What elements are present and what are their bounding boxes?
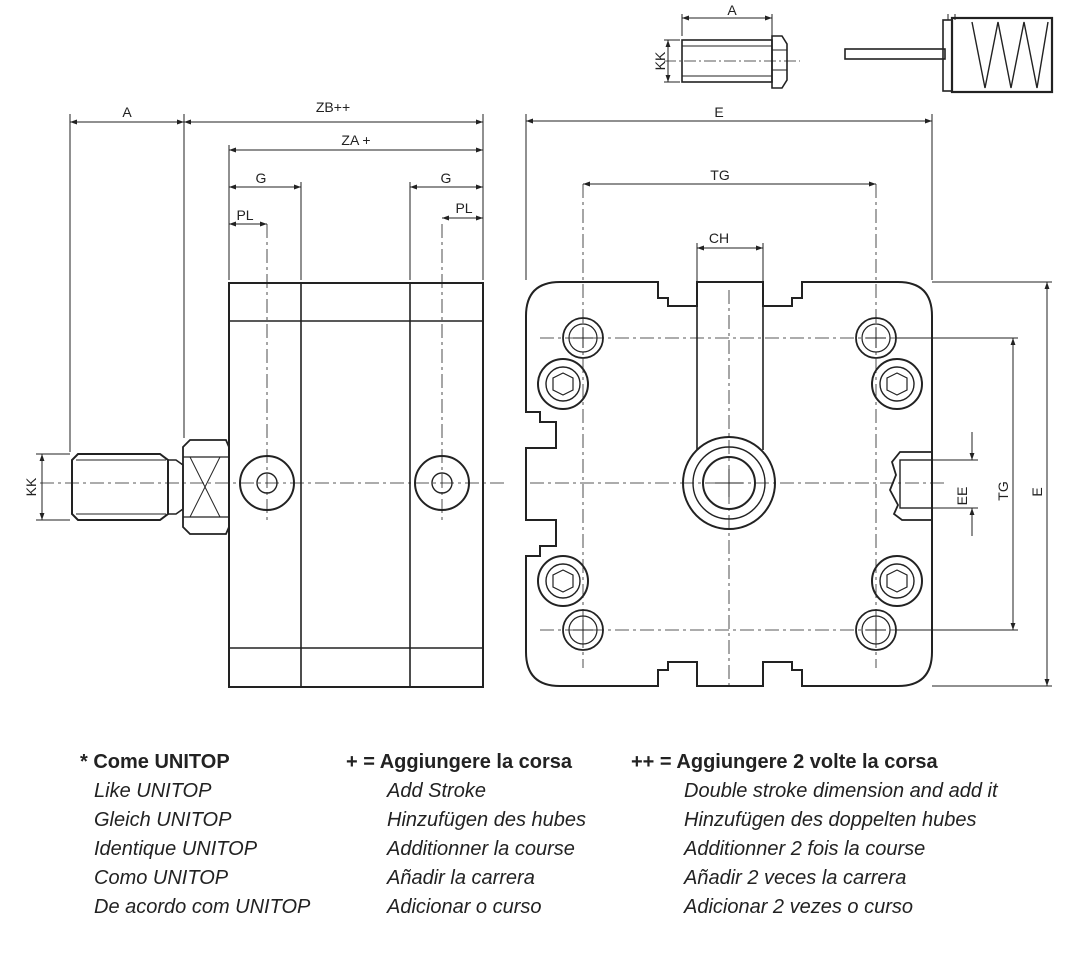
dim-label-za: ZA + bbox=[341, 132, 370, 148]
legend-line: Gleich UNITOP bbox=[94, 809, 232, 831]
legend-column-2: + = Aggiungere la corsa Add Stroke Hinzu… bbox=[346, 748, 586, 922]
dim-label-a-side: A bbox=[122, 104, 132, 120]
dim-label-e-side: E bbox=[1029, 487, 1045, 496]
dim-label-ee: EE bbox=[954, 487, 970, 506]
dim-label-tg-side: TG bbox=[995, 481, 1011, 500]
dim-kk-top bbox=[664, 39, 680, 83]
legend-line: Identique UNITOP bbox=[94, 838, 258, 860]
dim-label-zb: ZB++ bbox=[316, 99, 350, 115]
dim-label-a-top: A bbox=[727, 2, 737, 18]
legend-line: Como UNITOP bbox=[94, 867, 229, 889]
dim-a-top bbox=[681, 14, 773, 36]
legend-line: Hinzufügen des doppelten hubes bbox=[684, 809, 977, 831]
legend-line: Adicionar 2 vezes o curso bbox=[684, 896, 914, 918]
rod-end-detail bbox=[664, 35, 800, 89]
legend-line: Añadir 2 veces la carrera bbox=[684, 867, 907, 889]
legend-line: Double stroke dimension and add it bbox=[684, 780, 998, 802]
legend-line: Like UNITOP bbox=[94, 780, 212, 802]
dim-label-e-top: E bbox=[714, 104, 723, 120]
dim-label-pl-right: PL bbox=[455, 200, 472, 216]
legend-line: Additionner la course bbox=[387, 838, 575, 860]
side-dimensions bbox=[36, 114, 484, 521]
legend-line: Añadir la carrera bbox=[387, 867, 535, 889]
legend-heading: + = Aggiungere la corsa bbox=[346, 751, 573, 773]
legend-line: Add Stroke bbox=[387, 780, 486, 802]
legend-line: De acordo com UNITOP bbox=[94, 896, 311, 918]
dim-label-kk-top: KK bbox=[652, 51, 668, 70]
cylinder-side-view bbox=[40, 224, 505, 688]
legend-heading: ++ = Aggiungere 2 volte la corsa bbox=[631, 751, 938, 773]
legend-heading: * Come UNITOP bbox=[80, 751, 230, 773]
legend-line: Additionner 2 fois la course bbox=[684, 838, 926, 860]
dim-label-g-right: G bbox=[441, 170, 452, 186]
legend-line: Hinzufügen des hubes bbox=[387, 809, 587, 831]
dim-label-pl-left: PL bbox=[236, 207, 253, 223]
spring-symbol bbox=[844, 14, 1054, 94]
dim-label-g-left: G bbox=[256, 170, 267, 186]
legend-line: Adicionar o curso bbox=[387, 896, 542, 918]
dim-label-kk-side: KK bbox=[23, 477, 39, 496]
front-dimensions bbox=[525, 114, 1052, 687]
legend-column-1: * Come UNITOP Like UNITOP Gleich UNITOP … bbox=[80, 748, 310, 922]
dim-label-tg-top: TG bbox=[710, 167, 729, 183]
dim-label-ch: CH bbox=[709, 230, 729, 246]
cylinder-front-view bbox=[525, 184, 945, 690]
legend-column-3: ++ = Aggiungere 2 volte la corsa Double … bbox=[631, 748, 998, 922]
